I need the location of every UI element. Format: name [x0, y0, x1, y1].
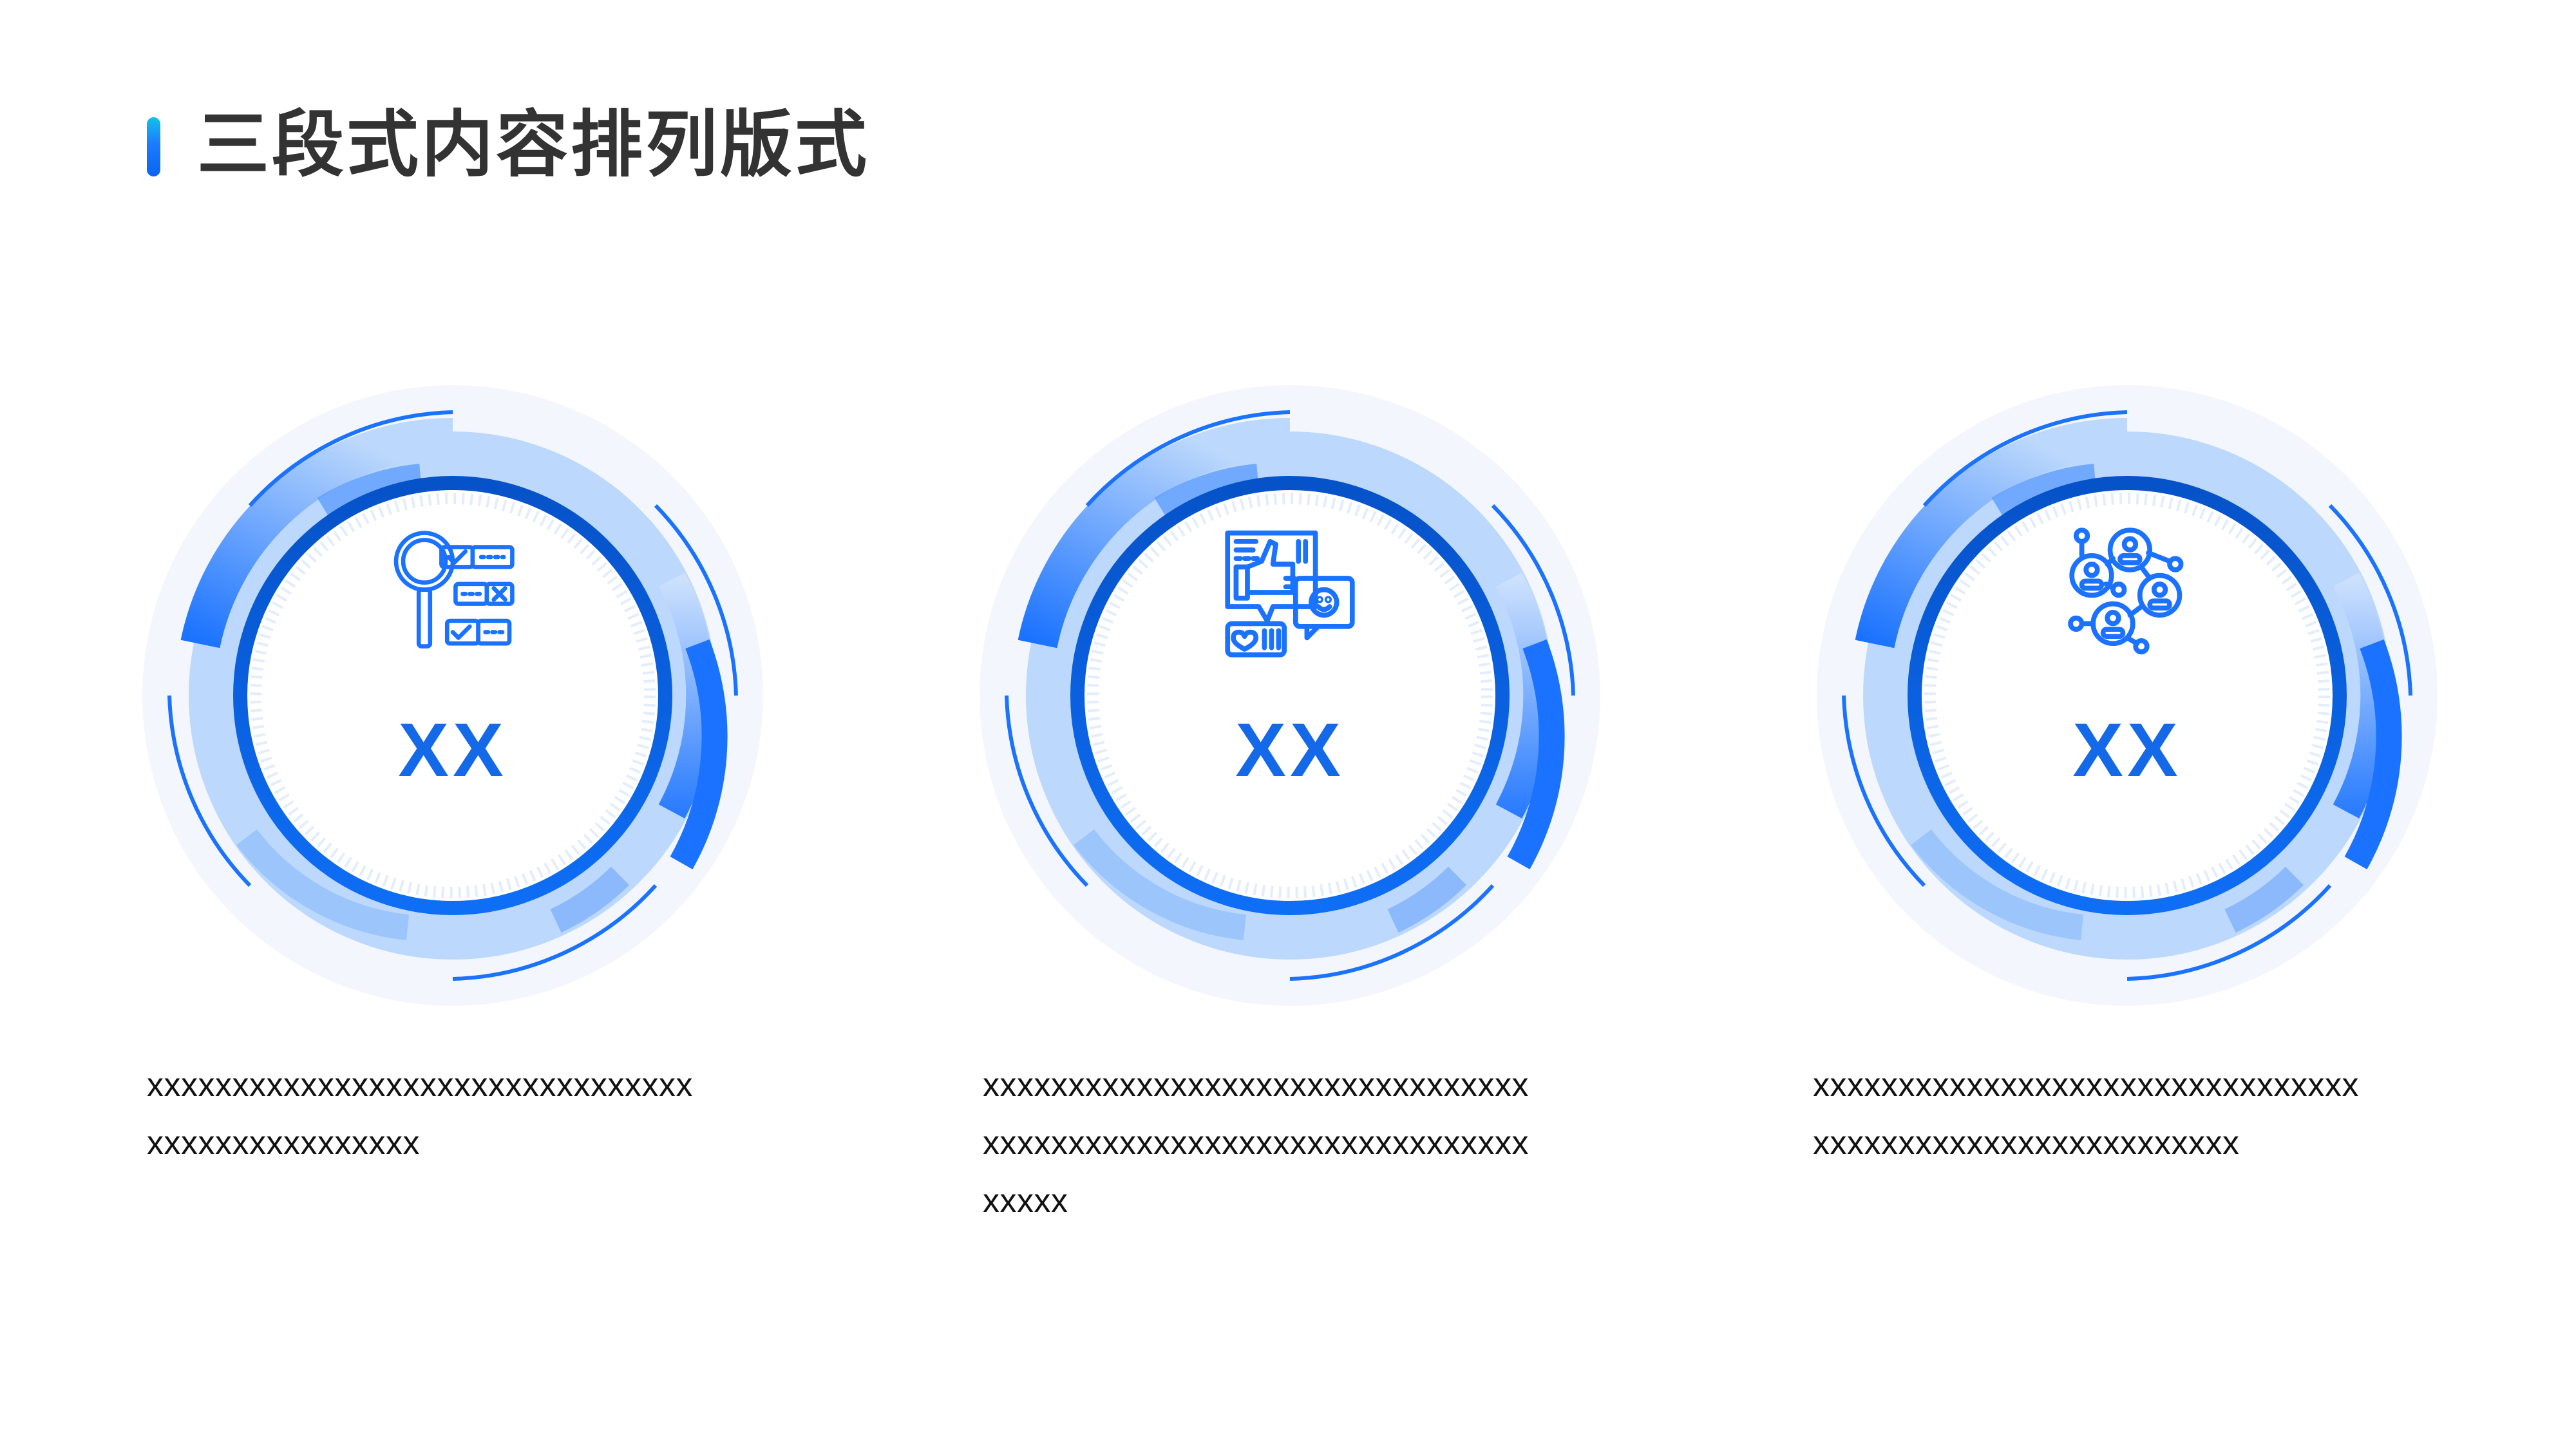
description-line: xxxxxxxxxxxxxxxxxxxxxxxxxxxxxxxx — [983, 1066, 1529, 1104]
social-feedback-icon — [1219, 522, 1361, 663]
description-line: xxxxxxxxxxxxxxxxxxxxxxxxxxxxxxxx — [983, 1124, 1529, 1162]
search-checklist-icon — [382, 522, 524, 663]
card-label: XX — [2072, 708, 2182, 793]
description-line: xxxxxxxxxxxxxxxx — [147, 1124, 420, 1162]
description-line: xxxxxxxxxxxxxxxxxxxxxxxxxxxxxxxx — [1813, 1066, 2359, 1104]
description-line: xxxxxxxxxxxxxxxxxxxxxxxxx — [1813, 1124, 2240, 1162]
card-label: XX — [398, 708, 507, 793]
ring-graphic: XX — [131, 374, 775, 1018]
card-description: xxxxxxxxxxxxxxxxxxxxxxxxxxxxxxxx xxxxxxx… — [147, 1056, 791, 1172]
page-title: 三段式内容排列版式 — [197, 103, 869, 187]
network-people-icon — [2056, 522, 2198, 663]
ring-graphic: XX — [968, 374, 1612, 1018]
description-line: xxxxx — [983, 1182, 1068, 1220]
card-3: XX xxxxxxxxxxxxxxxxxxxxxxxxxxxxxxxx xxxx… — [1805, 0, 2449, 1449]
card-label: XX — [1235, 708, 1345, 793]
description-line: xxxxxxxxxxxxxxxxxxxxxxxxxxxxxxxx — [147, 1066, 693, 1104]
card-2: XX xxxxxxxxxxxxxxxxxxxxxxxxxxxxxxxx xxxx… — [968, 0, 1612, 1449]
card-description: xxxxxxxxxxxxxxxxxxxxxxxxxxxxxxxx xxxxxxx… — [1813, 1056, 2457, 1172]
title-accent-bar — [147, 117, 160, 176]
ring-graphic: XX — [1805, 374, 2449, 1018]
card-1: XX xxxxxxxxxxxxxxxxxxxxxxxxxxxxxxxx xxxx… — [131, 0, 775, 1449]
card-description: xxxxxxxxxxxxxxxxxxxxxxxxxxxxxxxx xxxxxxx… — [983, 1056, 1627, 1230]
